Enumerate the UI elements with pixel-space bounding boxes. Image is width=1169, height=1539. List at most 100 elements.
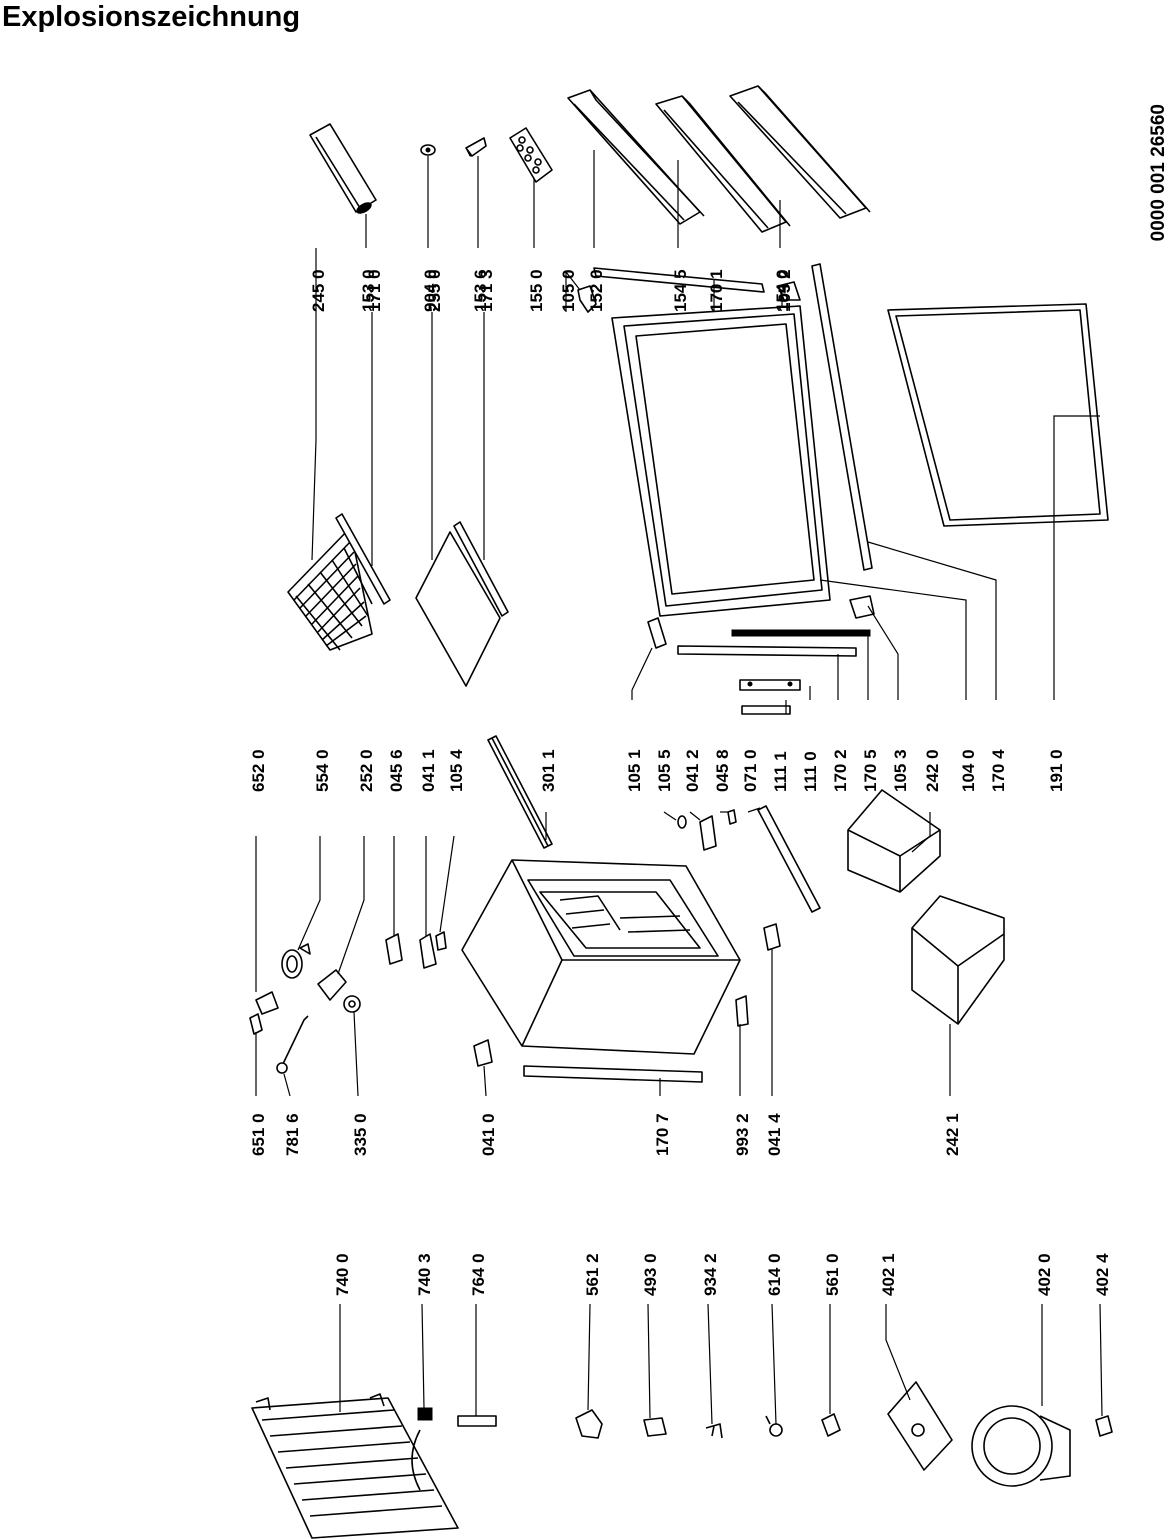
part-045-8-pin bbox=[727, 809, 737, 825]
callout-651-0: 651 0 bbox=[249, 1113, 268, 1156]
callout-153-6: 153 6 bbox=[471, 269, 490, 312]
callout-152-0: 152 0 bbox=[587, 269, 606, 312]
leader-lines-shelves bbox=[311, 248, 485, 566]
callout-191-0: 191 0 bbox=[1047, 749, 1066, 792]
callout-170-4: 170 4 bbox=[989, 749, 1008, 792]
callout-245-0: 245 0 bbox=[309, 269, 328, 312]
callout-561-0: 561 0 bbox=[823, 1253, 842, 1296]
part-105-5-hinge bbox=[677, 815, 687, 829]
leader-lines-door bbox=[631, 415, 1100, 714]
part-104-0-door-frame bbox=[611, 305, 831, 617]
part-402-0-compressor bbox=[971, 1405, 1071, 1487]
callout-041-2: 041 2 bbox=[683, 749, 702, 792]
part-153-0-butter-lid bbox=[309, 123, 377, 214]
callout-154-0: 154 0 bbox=[773, 269, 792, 312]
part-170-5-rail bbox=[731, 629, 871, 637]
part-105-3-hinge bbox=[849, 595, 875, 619]
part-554-0-thermostat-knob bbox=[281, 943, 311, 979]
callout-041-1: 041 1 bbox=[419, 749, 438, 792]
part-402-4-grommet bbox=[1095, 1415, 1113, 1437]
part-041-1-hinge bbox=[419, 933, 437, 969]
callout-652-0: 652 0 bbox=[249, 749, 268, 792]
callout-labels: 153 0 904 0 153 6 155 0 152 0 154 5 154 … bbox=[249, 269, 1112, 1296]
callout-170-5: 170 5 bbox=[861, 749, 880, 792]
callout-402-4: 402 4 bbox=[1093, 1253, 1112, 1296]
part-071-0-strip bbox=[757, 805, 821, 913]
part-561-2-relay bbox=[575, 1409, 603, 1439]
callout-554-0: 554 0 bbox=[313, 749, 332, 792]
part-153-6-clip bbox=[465, 137, 487, 157]
callout-170-1: 170 1 bbox=[707, 269, 726, 312]
callout-045-6: 045 6 bbox=[387, 749, 406, 792]
callout-934-2: 934 2 bbox=[701, 1253, 720, 1296]
part-155-0-egg-tray bbox=[509, 127, 553, 183]
callout-105-5: 105 5 bbox=[655, 749, 674, 792]
part-245-0-wire-shelf bbox=[287, 527, 373, 651]
callout-904-0: 904 0 bbox=[421, 269, 440, 312]
callout-105-0: 105 0 bbox=[559, 269, 578, 312]
part-934-2-wire bbox=[705, 1423, 723, 1439]
part-993-2-clip bbox=[735, 995, 749, 1027]
part-402-1-compressor-bracket bbox=[887, 1381, 953, 1471]
part-191-0-door-seal bbox=[887, 303, 1109, 527]
callout-301-1: 301 1 bbox=[539, 749, 558, 792]
part-105-4-hinge bbox=[435, 931, 447, 951]
callout-071-0: 071 0 bbox=[741, 749, 760, 792]
callout-764-0: 764 0 bbox=[469, 1253, 488, 1296]
callout-155-0: 155 0 bbox=[527, 269, 546, 312]
part-740-0-condenser bbox=[251, 1393, 459, 1539]
part-301-1-rail bbox=[487, 735, 553, 849]
page-title: Explosionszeichnung bbox=[2, 1, 301, 33]
part-045-6-cover bbox=[385, 933, 403, 965]
part-764-0-dryer bbox=[457, 1415, 497, 1427]
callout-740-3: 740 3 bbox=[415, 1253, 434, 1296]
part-493-0-clip bbox=[643, 1417, 667, 1437]
leader-lines-cabinet bbox=[255, 807, 951, 1097]
callout-170-2: 170 2 bbox=[831, 749, 850, 792]
part-255-0-glass-shelf bbox=[415, 531, 501, 687]
callout-252-0: 252 0 bbox=[357, 749, 376, 792]
part-335-0-bulb bbox=[343, 995, 361, 1013]
callout-105-2: 105 2 bbox=[775, 269, 794, 312]
callout-740-0: 740 0 bbox=[333, 1253, 352, 1296]
callout-614-0: 614 0 bbox=[765, 1253, 784, 1296]
callout-154-5: 154 5 bbox=[671, 269, 690, 312]
callout-041-4: 041 4 bbox=[765, 1113, 784, 1156]
callout-111-0: 111 0 bbox=[801, 751, 820, 792]
callout-111-1: 111 1 bbox=[771, 751, 790, 792]
callout-781-6: 781 6 bbox=[283, 1113, 302, 1156]
part-041-0-hinge bbox=[473, 1039, 493, 1067]
callout-335-0: 335 0 bbox=[351, 1113, 370, 1156]
callout-242-1: 242 1 bbox=[943, 1113, 962, 1156]
callout-255-0: 255 0 bbox=[425, 269, 444, 312]
part-170-7-rail bbox=[523, 1065, 703, 1083]
leader-lines-cooling bbox=[339, 1303, 1103, 1425]
leader-lines-top-right bbox=[365, 150, 781, 248]
part-652-0-lamp-holder bbox=[255, 991, 279, 1015]
callout-402-1: 402 1 bbox=[879, 1253, 898, 1296]
part-242-1-drawer bbox=[911, 895, 1005, 1025]
callout-993-2: 993 2 bbox=[733, 1113, 752, 1156]
callout-105-4: 105 4 bbox=[447, 749, 466, 792]
part-651-0-lamp bbox=[249, 1013, 263, 1035]
part-cabinet-body bbox=[461, 859, 741, 1055]
part-152-0-door-shelf bbox=[567, 89, 705, 225]
part-105-1-hinge bbox=[647, 617, 667, 649]
part-170-2-rail bbox=[677, 645, 857, 657]
part-041-4-hinge bbox=[763, 923, 781, 951]
callout-105-3: 105 3 bbox=[891, 749, 910, 792]
part-904-0-knob bbox=[420, 144, 436, 156]
callout-153-0: 153 0 bbox=[359, 269, 378, 312]
callout-561-2: 561 2 bbox=[583, 1253, 602, 1296]
callout-171-0: 171 0 bbox=[365, 269, 384, 312]
part-171-3-shelf-trim bbox=[453, 521, 509, 617]
part-614-0-thermal bbox=[765, 1415, 783, 1437]
callout-105-1: 105 1 bbox=[625, 749, 644, 792]
callout-242-0: 242 0 bbox=[923, 749, 942, 792]
callout-171-3: 171 3 bbox=[477, 269, 496, 312]
callout-493-0: 493 0 bbox=[641, 1253, 660, 1296]
part-740-3-filter bbox=[417, 1407, 433, 1421]
callout-170-7: 170 7 bbox=[653, 1113, 672, 1156]
part-252-0-thermostat bbox=[317, 969, 347, 1001]
